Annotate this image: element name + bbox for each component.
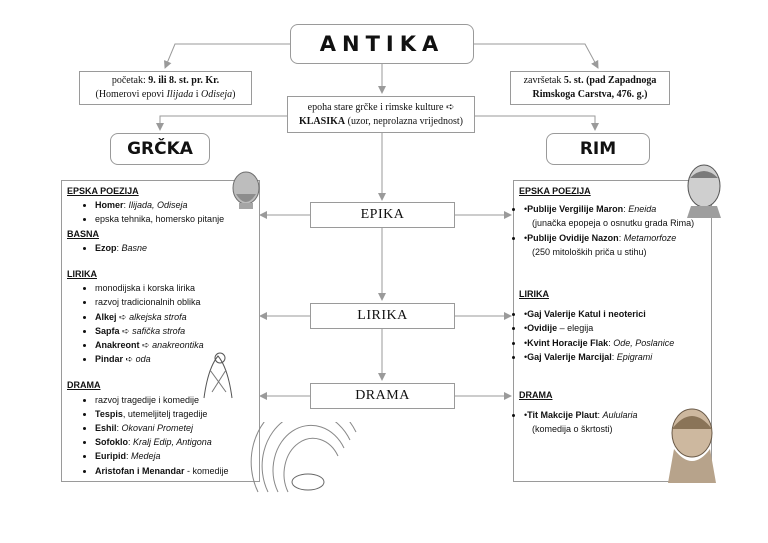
section-epika: EPIKA [310, 202, 455, 228]
list-item: Gaj Valerije Marcijal: Epigrami [524, 350, 706, 364]
greece-basna-head: BASNA [67, 228, 100, 239]
greece-epska-head: EPSKA POEZIJA [67, 186, 139, 196]
list-item: Tespis, utemeljitelj tragedije [95, 407, 254, 421]
rome-lirika-list: Gaj Valerije Katul i neotericiOvidije – … [519, 307, 706, 364]
homer-bust-image [232, 171, 260, 209]
epoch-box: epoha stare grčke i rimske kulture ➪ KLA… [287, 96, 475, 133]
greece-label: GRČKA [127, 139, 193, 159]
greece-basna-list: Ezop: Basne [67, 241, 254, 255]
list-item: Ezop: Basne [95, 241, 254, 255]
list-item: epska tehnika, homersko pitanje [95, 212, 254, 226]
end-text: završetak 5. st. (pad Zapadnoga Rimskoga… [523, 75, 657, 100]
drama-label: DRAMA [355, 388, 410, 403]
rome-lirika-head: LIRIKA [519, 289, 549, 300]
rome-epska-head: EPSKA POEZIJA [519, 186, 591, 196]
list-item: Publije Ovidije Nazon: Metamorfoze(250 m… [524, 231, 706, 259]
arrow-epoch-rome [475, 115, 599, 131]
lyre-figure-image [203, 352, 233, 399]
list-item: Sapfa ➪ safička strofa [95, 324, 254, 338]
epoch-line1: epoha stare grčke i rimske kulture ➪ [307, 101, 455, 113]
list-item: Homer: Ilijada, Odiseja [95, 198, 254, 212]
greece-box: GRČKA [110, 133, 210, 165]
greece-panel: EPSKA POEZIJA Homer: Ilijada, Odisejaeps… [61, 180, 260, 482]
list-item: Sofoklo: Kralj Edip, Antigona [95, 435, 254, 449]
epoch-line2: KLASIKA (uzor, neprolazna vrijednost) [298, 115, 463, 127]
list-item: Alkej ➪ alkejska strofa [95, 310, 254, 324]
list-item: Euripid: Medeja [95, 449, 254, 463]
plautus-bust-image [668, 408, 716, 483]
list-item: razvoj tragedije i komedije [95, 393, 254, 407]
section-drama: DRAMA [310, 383, 455, 409]
greece-epska-list: Homer: Ilijada, Odisejaepska tehnika, ho… [67, 198, 254, 226]
greece-drama-list: razvoj tragedije i komedijeTespis, uteme… [67, 393, 254, 478]
lirika-label: LIRIKA [357, 308, 408, 323]
list-item: Gaj Valerije Katul i neoterici [524, 307, 706, 321]
list-item: Aristofan i Menandar - komedije [95, 464, 254, 478]
end-box: završetak 5. st. (pad Zapadnoga Rimskoga… [510, 71, 670, 105]
list-item: razvoj tradicionalnih oblika [95, 295, 254, 309]
start-box: početak: 9. ili 8. st. pr. Kr. (Homerovi… [79, 71, 252, 105]
arrow-epoch-greece [156, 115, 287, 131]
start-line1: početak: 9. ili 8. st. pr. Kr. [111, 75, 220, 86]
section-lirika: LIRIKA [310, 303, 455, 329]
list-item: Anakreont ➪ anakreontika [95, 338, 254, 352]
rome-epska-list: Publije Vergilije Maron: Eneida(junačka … [519, 202, 706, 259]
rome-drama-head: DRAMA [519, 390, 553, 401]
rome-drama-list: Tit Makcije Plaut: Aulularia(komedija o … [519, 408, 706, 436]
greece-drama-head: DRAMA [67, 380, 101, 391]
greece-lirika-list: monodijska i korska lirikarazvoj tradici… [67, 281, 254, 366]
list-item: Tit Makcije Plaut: Aulularia(komedija o … [524, 408, 706, 436]
arrow-title-start [164, 43, 290, 69]
roman-bust-image [687, 164, 721, 218]
list-item: Publije Vergilije Maron: Eneida(junačka … [524, 202, 706, 230]
page-title: ANTIKA [319, 32, 445, 56]
greece-lirika-head: LIRIKA [67, 269, 97, 280]
list-item: Eshil: Okovani Prometej [95, 421, 254, 435]
epika-label: EPIKA [360, 207, 405, 222]
list-item: Ovidije – elegija [524, 321, 706, 335]
start-line2: (Homerovi epovi Ilijada i Odiseja) [95, 89, 236, 100]
arrow-title-end [474, 43, 599, 69]
rome-label: RIM [579, 139, 617, 159]
list-item: monodijska i korska lirika [95, 281, 254, 295]
list-item: Kvint Horacije Flak: Ode, Poslanice [524, 336, 706, 350]
title-box: ANTIKA [290, 24, 474, 64]
amphitheatre-image [250, 422, 357, 493]
rome-box: RIM [546, 133, 650, 165]
list-item: Pindar ➪ oda [95, 352, 254, 366]
